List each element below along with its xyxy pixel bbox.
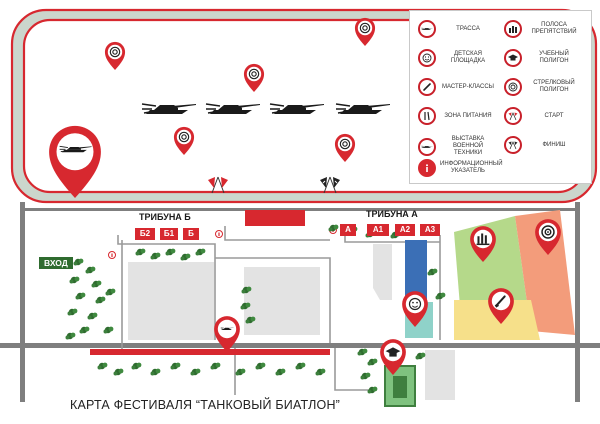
building-west <box>128 262 214 340</box>
seat-block-a1: А1 <box>367 224 389 236</box>
legend-item-track: ТРАССА <box>418 20 496 38</box>
track-border-outer <box>10 8 598 204</box>
seat-block-b2: Б2 <box>135 228 155 240</box>
legend-item-kids: ДЕТСКАЯ ПЛОЩАДКА <box>418 49 496 67</box>
seat-block-a3: А3 <box>420 224 440 236</box>
child-face-icon <box>418 49 436 67</box>
legend-item-finish: ФИНИШ <box>504 136 582 154</box>
training-ground-pin <box>380 339 406 375</box>
target-icon <box>504 78 522 96</box>
info-icon <box>215 230 223 238</box>
seat-block-a: А <box>340 224 356 236</box>
target-pin <box>334 133 356 162</box>
info-icon <box>108 251 116 259</box>
target-pin <box>104 41 126 70</box>
finish-flags-icon <box>504 136 522 154</box>
stand-a-label: ТРИБУНА А <box>366 209 418 219</box>
obstacle-pin <box>470 226 496 262</box>
graduation-cap-icon <box>504 49 522 67</box>
entrance-label: ВХОД <box>39 257 73 269</box>
zone-yellow <box>454 300 540 340</box>
tank-icon <box>418 20 436 38</box>
shooting-range-pin <box>535 219 561 255</box>
west-road <box>20 202 25 402</box>
legend-item-exhibition: ВЫСТАВКА ВОЕННОЙ ТЕХНИКИ <box>418 136 496 157</box>
building-east <box>425 350 455 400</box>
building-small <box>373 244 392 300</box>
obstacle-icon <box>504 20 522 38</box>
target-pin <box>243 63 265 92</box>
target-pin <box>173 126 195 155</box>
parking-strip <box>90 349 330 355</box>
main-road <box>0 343 600 348</box>
legend-item-food: ЗОНА ПИТАНИЯ <box>418 107 496 125</box>
brush-icon <box>418 78 436 96</box>
master-class-pin <box>488 288 514 324</box>
stand-b-label: ТРИБУНА Б <box>139 212 191 222</box>
zone-blue <box>405 240 427 300</box>
legend: ТРАССА ПОЛОСА ПРЕПЯТСТВИЙ ДЕТСКАЯ ПЛОЩАД… <box>409 10 592 184</box>
legend-item-obstacle: ПОЛОСА ПРЕПЯТСТВИЙ <box>504 20 582 38</box>
map-title: КАРТА ФЕСТИВАЛЯ “ТАНКОВЫЙ БИАТЛОН” <box>70 398 341 412</box>
seat-block-b: Б <box>183 228 199 240</box>
military-vehicle-icon <box>418 137 436 156</box>
seat-block-b1: Б1 <box>160 228 178 240</box>
start-flags-icon <box>208 176 228 194</box>
seat-block-a2: А2 <box>395 224 415 236</box>
legend-item-start: СТАРТ <box>504 107 582 125</box>
kids-area-pin <box>402 291 428 327</box>
legend-item-info: ИНФОРМАЦИОННЫЙ УКАЗАТЕЛЬ <box>418 159 503 177</box>
legend-item-shooting: СТРЕЛКОВЫЙ ПОЛИГОН <box>504 78 582 96</box>
building-center <box>244 267 320 335</box>
start-flags-icon <box>504 107 522 125</box>
finish-flags-icon <box>320 176 340 194</box>
legend-item-master-class: МАСТЕР-КЛАССЫ <box>418 78 496 96</box>
info-icon <box>418 159 436 177</box>
east-road <box>575 202 580 402</box>
cutlery-icon <box>418 107 436 125</box>
target-pin <box>354 17 376 46</box>
legend-item-training: УЧЕБНЫЙ ПОЛИГОН <box>504 49 582 67</box>
vip-stand <box>245 210 305 226</box>
